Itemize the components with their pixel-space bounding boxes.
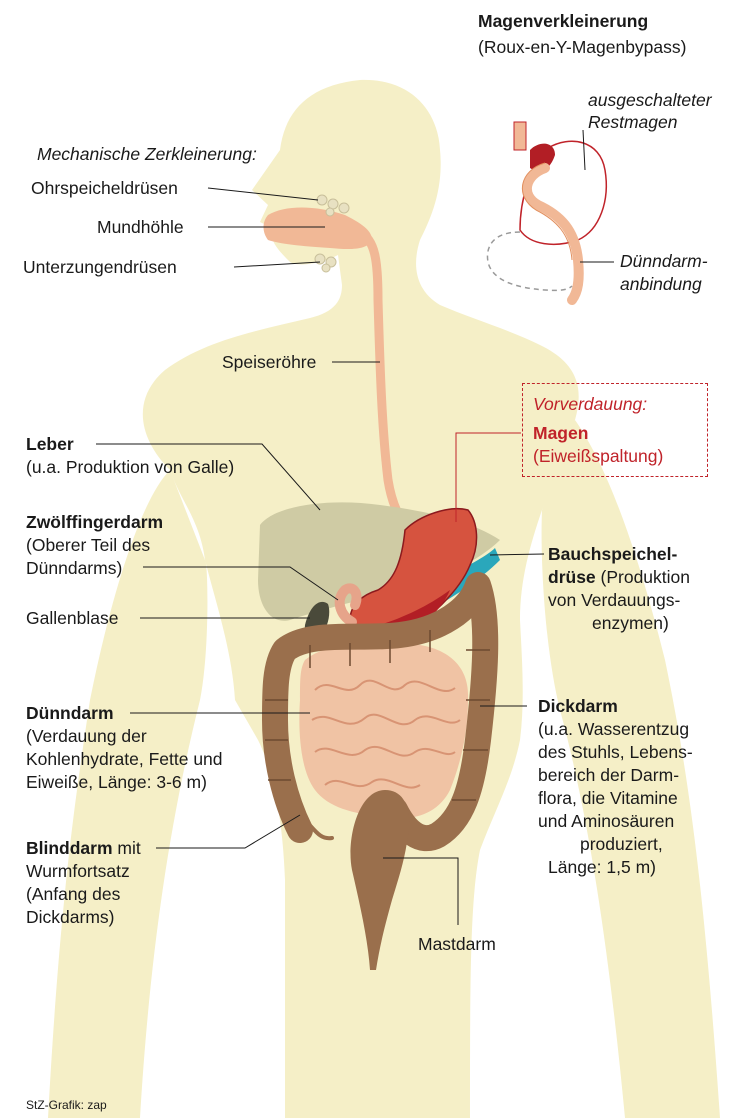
appendix-desc-2: (Anfang des: [26, 883, 120, 906]
appendix-title: Blinddarm mit: [26, 837, 141, 860]
duodenum-title: Zwölffingerdarm: [26, 511, 163, 534]
small-intestine-desc-2: Kohlenhydrate, Fette und: [26, 748, 223, 771]
rest-stomach-inlet: [514, 122, 526, 150]
esophagus-label: Speiseröhre: [222, 351, 316, 374]
bypass-inset: [487, 122, 606, 300]
credit: StZ-Grafik: zap: [26, 1094, 107, 1117]
colon-title: Dickdarm: [538, 695, 618, 718]
colon-desc-3: bereich der Darm-: [538, 764, 679, 787]
leader-sublingual: [234, 262, 320, 267]
colon-desc-1: (u.a. Wasserentzug: [538, 718, 689, 741]
sublingual-label: Unterzungendrüsen: [23, 256, 177, 279]
rest-stomach-label-2: Restmagen: [588, 111, 678, 134]
leader-appendix: [156, 815, 300, 848]
appendix-desc-3: Dickdarms): [26, 906, 114, 929]
appendix-mit: mit: [113, 838, 141, 858]
colon-desc-2: des Stuhls, Lebens-: [538, 741, 693, 764]
stomach-title: Magen: [533, 422, 588, 445]
bypass-label-1: Dünndarm-: [620, 250, 708, 273]
predigest-label: Vorverdauung:: [533, 393, 647, 416]
pancreas-desc-1: (Produktion: [596, 567, 690, 587]
rectum-label: Mastdarm: [418, 933, 496, 956]
rest-stomach-label-1: ausgeschalteter: [588, 89, 712, 112]
colon-desc-5: und Aminosäuren: [538, 810, 674, 833]
inset-subtitle: (Roux-en-Y-Magenbypass): [478, 36, 686, 59]
duodenum-desc-1: (Oberer Teil des: [26, 534, 150, 557]
mouth-label: Mundhöhle: [97, 216, 184, 239]
inset-title: Magenverkleinerung: [478, 10, 648, 33]
colon-desc-4: flora, die Vitamine: [538, 787, 678, 810]
parotid-label: Ohrspeicheldrüsen: [31, 177, 178, 200]
small-intestine-desc-1: (Verdauung der: [26, 725, 147, 748]
mechanical-heading: Mechanische Zerkleinerung:: [37, 143, 257, 166]
bypass-label-2: anbindung: [620, 273, 702, 296]
liver-desc: (u.a. Produktion von Galle): [26, 456, 234, 479]
appendix-desc-1: Wurmfortsatz: [26, 860, 130, 883]
pancreas-desc-3: enzymen): [592, 612, 669, 635]
duodenum-desc-2: Dünndarms): [26, 557, 122, 580]
liver-title: Leber: [26, 433, 74, 456]
pancreas-title-2: drüse (Produktion: [548, 566, 690, 589]
gallbladder-label: Gallenblase: [26, 607, 118, 630]
colon-desc-7: Länge: 1,5 m): [548, 856, 656, 879]
stomach-desc: (Eiweißspaltung): [533, 445, 663, 468]
pancreas-title-1: Bauchspeichel-: [548, 543, 677, 566]
small-intestine-title: Dünndarm: [26, 702, 114, 725]
pancreas-desc-2: von Verdauungs-: [548, 589, 680, 612]
colon-desc-6: produziert,: [580, 833, 663, 856]
small-intestine-desc-3: Eiweiße, Länge: 3-6 m): [26, 771, 207, 794]
